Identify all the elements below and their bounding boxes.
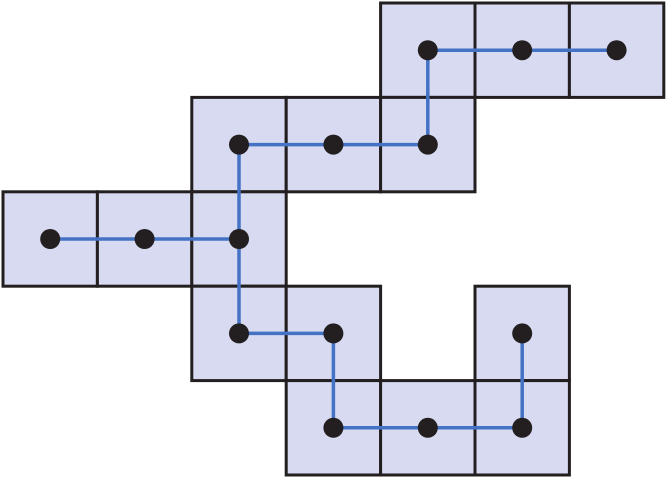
path-node-dot xyxy=(229,134,249,155)
path-node-dot xyxy=(606,40,627,61)
path-node-dot xyxy=(323,323,344,344)
path-node-dot xyxy=(323,417,344,438)
path-node-dot xyxy=(512,40,533,61)
path-node-dot xyxy=(512,323,533,344)
path-edges xyxy=(48,48,619,430)
path-node-dot xyxy=(417,134,438,155)
path-node-dot xyxy=(40,229,61,249)
path-node-dot xyxy=(417,40,438,61)
path-node-dot xyxy=(417,417,438,438)
path-node-dot xyxy=(512,417,533,438)
path-node-dot xyxy=(229,323,249,344)
path-nodes xyxy=(40,40,627,438)
path-node-dot xyxy=(323,134,344,155)
path-node-dot xyxy=(134,229,155,249)
path-node-dot xyxy=(229,229,249,249)
